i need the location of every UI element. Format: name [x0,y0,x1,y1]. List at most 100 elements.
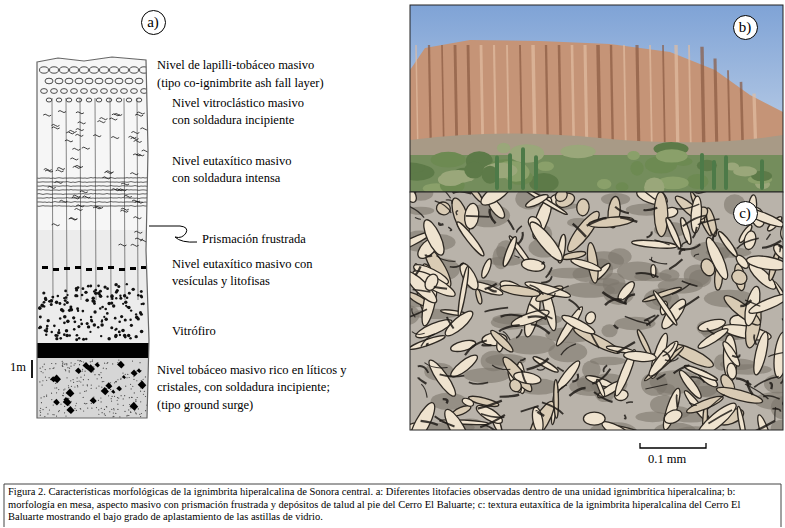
shard-rim [674,365,690,373]
lithophysa-dot [61,309,64,312]
glass-shard [553,192,570,204]
fiamme-mark [99,118,107,120]
glass-shard [696,326,730,351]
stipple-dot [41,371,42,372]
shard-rim [707,328,714,334]
fiamme-mark [80,191,88,193]
glass-shard [685,393,725,416]
lithic-fragment [66,406,74,414]
stipple-dot [69,371,70,372]
scale-bar-01mm [640,443,706,448]
facies-label: 0.1 mm [648,451,708,468]
lapilli-oval [56,98,62,102]
bush [497,143,510,153]
facies-label: Nivel eutaxítico masivo con soldadura in… [172,153,310,187]
shard-rim [412,308,416,317]
glass-shard [570,257,602,274]
lapilli-oval [125,78,133,84]
lithophysa-dot [64,299,67,302]
lithophysa-dot [70,308,74,312]
shard-rim [676,204,700,209]
shard-rim [754,376,779,387]
stipple-dot [102,381,103,382]
shard-rim [689,403,696,406]
stipple-dot [70,380,71,381]
lithophysa-dot [93,290,96,293]
lithophysa-dot [72,316,75,319]
stipple-dot [65,369,66,370]
lithic-fragment [53,399,60,406]
stipple-dot [99,374,100,375]
glass-shard [475,289,483,305]
shard-rim [557,367,564,371]
stipple-dot [136,380,137,381]
stipple-dot [101,377,102,378]
stipple-dot [75,405,76,406]
shard-rim [439,223,443,225]
bush [464,162,483,179]
glass-shard [422,272,440,293]
prismation-line [137,98,138,300]
stipple-dot [85,403,86,404]
shard-rim [602,292,626,304]
lapilli-oval [86,98,92,102]
shard-rim [737,238,759,248]
shard-rim [636,273,659,277]
shard-rim [779,245,783,258]
lapilli-oval [85,78,93,84]
bush [630,161,643,176]
stipple-dot [103,381,104,382]
shard-rim [561,344,576,355]
stipple-dot [74,363,75,364]
lithophysa-dot [119,334,121,336]
shard-rim [531,324,550,334]
stipple-dot [141,413,142,414]
stipple-dot [126,415,127,416]
stipple-dot [118,359,119,360]
stipple-dot [77,360,78,361]
shard-rim [492,365,510,370]
facies-label: Nivel tobáceo masivo rico en líticos y c… [157,362,357,396]
lapilli-oval [131,89,138,94]
stipple-dot [106,363,107,364]
stipple-dot [104,413,105,414]
lithophysa-dot [120,315,123,318]
stipple-dot [123,398,124,399]
shard-rim [446,200,452,204]
glass-shard [480,258,493,279]
shard-rim [767,234,771,239]
welding-line [37,185,149,187]
glass-shard [576,199,590,217]
shard-rim [517,226,522,233]
lithophysa-dot [57,331,60,334]
glass-shard [410,192,419,205]
lithic-fragment [90,397,97,404]
stipple-dot [54,414,55,415]
stipple-dot [82,369,83,370]
vesicle-dash [86,268,92,271]
lapilli-oval [61,89,68,94]
lithophysa-dot [104,318,107,321]
shard-rim [466,216,490,217]
stipple-dot [97,378,98,379]
lapilli-oval [70,67,79,73]
lithophysa-dot [122,303,124,305]
lithophysa-dot [87,285,90,288]
stipple-dot [103,368,104,369]
glass-shard [501,235,519,267]
lithophysa-dot [115,291,118,294]
vesicle-dash [53,268,59,271]
cliff-joint [663,45,665,158]
lithophysa-dot [118,320,121,323]
stipple-dot [118,397,119,398]
facies-label: Nivel eutaxítico masivo con vesículas y … [172,256,332,290]
stipple-dot [55,363,56,364]
stipple-dot [132,361,133,362]
shard-rim [678,244,701,249]
stipple-dot [62,366,63,367]
lithophysa-dot [101,319,103,321]
stipple-dot [56,387,57,388]
stipple-dot [98,400,99,401]
stipple-dot [90,361,91,362]
